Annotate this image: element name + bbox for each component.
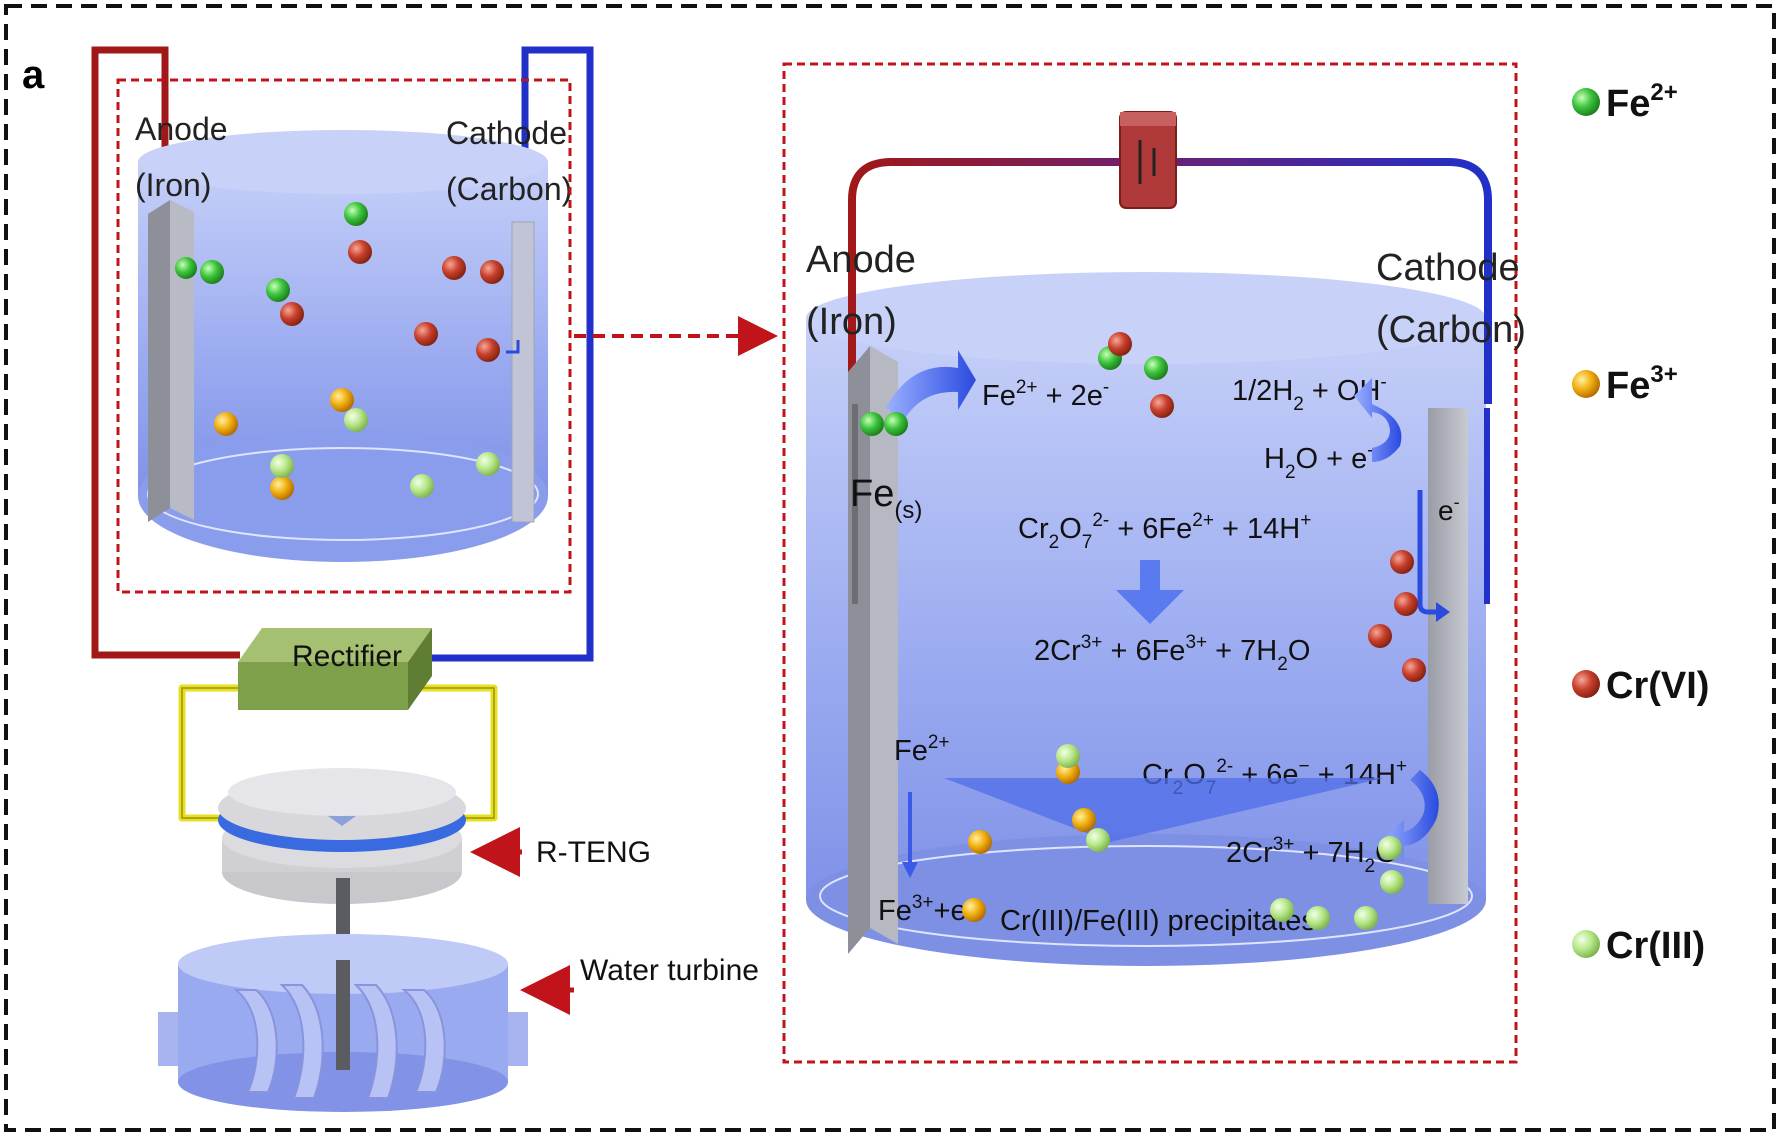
criii-ion	[1380, 870, 1404, 894]
crvi-ion	[1368, 624, 1392, 648]
crvi-legend-swatch	[1572, 670, 1600, 698]
fe-solid-label: Fe(s)	[850, 473, 922, 524]
small-anode-label: Anode	[135, 111, 228, 147]
legend-label: Fe3+	[1606, 361, 1678, 407]
oxidation-arrow	[886, 350, 976, 420]
detail-anode-sublabel: (Iron)	[806, 301, 897, 343]
small-ions	[175, 202, 504, 500]
crvi-ion	[1150, 394, 1174, 418]
precipitation-flow	[944, 778, 1384, 842]
electron-flow-arrow	[1417, 490, 1438, 615]
legend-label: Cr(VI)	[1606, 665, 1709, 707]
fe2-ion	[884, 412, 908, 436]
detail-beaker-top	[806, 272, 1486, 364]
legend-item-crvi: Cr(VI)	[1572, 665, 1709, 707]
fe2-ion	[860, 412, 884, 436]
fe3-ion	[270, 476, 294, 500]
crvi-ion	[1394, 592, 1418, 616]
detail-cathode-label: Cathode	[1376, 247, 1520, 289]
rectifier-front	[238, 662, 408, 710]
crvi-ion	[348, 240, 372, 264]
criii-ion	[1086, 828, 1110, 852]
legend: Fe2+ Fe3+ Cr(VI) Cr(III)	[1572, 79, 1709, 967]
turbine-blades	[233, 984, 446, 1099]
detail-dashed-box	[782, 62, 1518, 1064]
crvi-ion	[442, 256, 466, 280]
criii-ion	[1354, 906, 1378, 930]
fe2-ion	[200, 260, 224, 284]
cathode-cycle-arrow	[1382, 770, 1439, 860]
reduction-cycle-arrow	[1354, 378, 1402, 462]
fe3-ion	[968, 830, 992, 854]
fe2-legend-swatch	[1572, 88, 1600, 116]
criii-ion	[270, 454, 294, 478]
fe3-ion	[1072, 808, 1096, 832]
reaction-down-arrow	[1116, 560, 1184, 624]
legend-item-fe2: Fe2+	[1572, 79, 1678, 125]
fe3-ion	[330, 388, 354, 412]
crvi-ion	[1390, 550, 1414, 574]
fe3-ion	[214, 412, 238, 436]
rectifier-top	[238, 628, 432, 662]
small-beaker-bottom	[138, 430, 548, 562]
battery-icon	[1119, 111, 1177, 209]
criii-ion	[410, 474, 434, 498]
criii-ion	[1378, 836, 1402, 860]
crvi-ion	[480, 260, 504, 284]
generator-assembly: Rectifier R-TENG Water turbine	[158, 628, 759, 1112]
small-cell-dashed-box	[116, 78, 572, 594]
electron-label: e-	[1438, 492, 1460, 526]
detail-ions	[860, 332, 1426, 930]
small-cathode-label: Cathode	[446, 115, 567, 151]
crvi-ion	[476, 338, 500, 362]
crvi-ion	[1108, 332, 1132, 356]
criii-ion	[1056, 744, 1080, 768]
criii-ion	[1270, 898, 1294, 922]
crvi-ion	[280, 302, 304, 326]
fe2-ion	[1144, 356, 1168, 380]
detail-beaker-bottom	[806, 834, 1486, 966]
criii-ion	[476, 452, 500, 476]
fe2-ion	[175, 257, 197, 279]
outer-frame	[4, 4, 1776, 1132]
fe3-legend-swatch	[1572, 370, 1600, 398]
legend-label: Fe2+	[1606, 79, 1678, 125]
criii-legend-swatch	[1572, 930, 1600, 958]
crvi-ion	[1402, 658, 1426, 682]
legend-item-criii: Cr(III)	[1572, 925, 1705, 967]
rectifier-side	[408, 628, 432, 710]
fe2-ion	[266, 278, 290, 302]
small-beaker-top	[138, 130, 548, 194]
precipitates-label: Cr(III)/Fe(III) precipitates	[1000, 905, 1316, 937]
small-cathode-sublabel: (Carbon)	[446, 171, 572, 207]
small-cell: Anode (Iron) Cathode (Carbon)	[91, 46, 594, 662]
small-cathode-electrode	[511, 221, 535, 523]
rectifier-label: Rectifier	[292, 640, 402, 673]
fe3-ion	[962, 898, 986, 922]
detail-cell: Anode (Iron) Cathode (Carbon) Fe(s) e- F…	[782, 62, 1526, 1064]
turbine-label: Water turbine	[580, 954, 759, 987]
legend-label: Cr(III)	[1606, 925, 1705, 967]
crvi-ion	[414, 322, 438, 346]
fe2-ion	[344, 202, 368, 226]
criii-ion	[344, 408, 368, 432]
detail-anode-label: Anode	[806, 239, 916, 281]
small-anode-electrode	[148, 200, 170, 522]
fe3-oxidation-label: Fe3++e-	[878, 892, 973, 927]
small-anode-sublabel: (Iron)	[135, 167, 211, 203]
detail-anode-electrode	[848, 346, 870, 954]
rteng-label: R-TENG	[536, 836, 651, 869]
anode-oxidation-eq: Fe2+ + 2e-	[982, 377, 1109, 412]
panel-label: a	[22, 53, 45, 97]
criii-ion	[1306, 906, 1330, 930]
legend-item-fe3: Fe3+	[1572, 361, 1678, 407]
detail-cathode-electrode	[1428, 408, 1468, 904]
detail-cathode-sublabel: (Carbon)	[1376, 309, 1526, 351]
